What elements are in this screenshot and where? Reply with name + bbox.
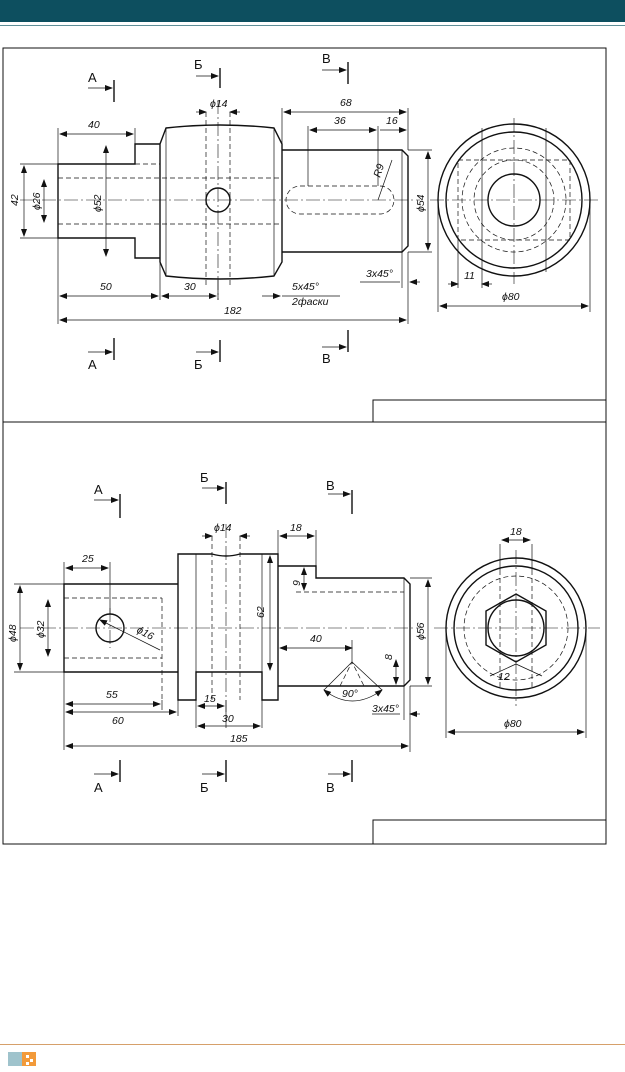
dim-1-d68: 68 (340, 97, 352, 109)
dim-1-d11: 11 (464, 270, 475, 282)
section-b-bottom: Б (194, 357, 203, 372)
shaft-1-outline (20, 100, 420, 300)
dim-1-chamfer-note: 2фаски (291, 296, 329, 308)
dim-2-d55: 55 (106, 689, 118, 701)
dim-2-d18: 18 (290, 522, 302, 534)
dim-1-r9: R9 (371, 162, 387, 179)
section-a-top: А (88, 70, 97, 85)
dim-1-d182: 182 (224, 305, 242, 317)
dim-2-d80: ϕ80 (504, 718, 522, 730)
dim-2-d48: ϕ48 (7, 624, 19, 642)
section-marks-2: А Б В А Б В (94, 470, 353, 795)
header-bar (0, 0, 625, 22)
section-b-top-2: Б (200, 470, 209, 485)
section-b-top: Б (194, 57, 203, 72)
section-marks-1: А Б В А Б В (88, 51, 349, 372)
dim-2-d15: 15 (204, 693, 216, 705)
dim-1-d40: 40 (88, 119, 100, 131)
section-v-bottom: В (322, 351, 331, 366)
dim-2-d62: 62 (255, 606, 267, 618)
side-view-1: 11 ϕ80 (430, 118, 600, 312)
dim-1-d52: ϕ52 (92, 194, 104, 212)
dim-1-d50: 50 (100, 281, 112, 293)
dim-1-d42: 42 (9, 194, 21, 206)
section-a-bottom-2: А (94, 780, 103, 795)
dim-1-d36: 36 (334, 115, 346, 127)
dim-2-d8: 8 (383, 654, 395, 660)
drawing-2-frame (2, 421, 607, 845)
section-a-top-2: А (94, 482, 103, 497)
dim-1-d14: ϕ14 (210, 98, 228, 110)
dim-1-chamfer2: 3x45° (366, 268, 393, 280)
dim-2-d60: 60 (112, 715, 124, 727)
publisher-logo-icon (8, 1052, 36, 1066)
dim-1-chamfer: 5x45° (292, 281, 319, 293)
section-v-top-2: В (326, 478, 335, 493)
footer-rule (0, 1044, 625, 1045)
section-v-bottom-2: В (326, 780, 335, 795)
dim-1-d16: 16 (386, 115, 398, 127)
dim-1-d26: ϕ26 (31, 192, 43, 210)
dim-2-angle: 90° (342, 688, 358, 700)
section-b-bottom-2: Б (200, 780, 209, 795)
dim-2-d56: ϕ56 (415, 622, 427, 640)
dimensions-1: ϕ14 68 36 16 40 42 ϕ26 (9, 97, 432, 324)
side-view-2: 18 12 ϕ80 (434, 526, 600, 738)
dim-2-d185: 185 (230, 733, 248, 745)
drawing-2: А Б В А Б В (2, 421, 607, 845)
dim-2-d14: ϕ14 (214, 522, 232, 534)
drawing-2-title-block (372, 819, 607, 845)
dimensions-2: ϕ14 18 25 9 62 ϕ48 ϕ32 (7, 522, 432, 752)
dim-2-d32: ϕ32 (35, 620, 47, 638)
header-rule (0, 25, 625, 26)
dim-1-d30: 30 (184, 281, 196, 293)
dim-2-d40: 40 (310, 633, 322, 645)
dim-2-d16: ϕ16 (135, 624, 156, 643)
drawing-1: А Б В А Б В (2, 47, 607, 423)
section-v-top: В (322, 51, 331, 66)
dim-2-chamfer: 3x45° (372, 703, 399, 715)
dim-2-d12: 12 (498, 671, 510, 683)
shaft-2-outline (20, 524, 420, 712)
dim-1-d54: ϕ54 (415, 194, 427, 212)
dim-1-d80: ϕ80 (502, 291, 520, 303)
dim-2-d25: 25 (81, 553, 94, 565)
dim-2-d30: 30 (222, 713, 234, 725)
dim-2-d9: 9 (291, 580, 303, 586)
drawing-1-title-block (372, 399, 607, 423)
dim-2-d18r: 18 (510, 526, 522, 538)
section-a-bottom: А (88, 357, 97, 372)
